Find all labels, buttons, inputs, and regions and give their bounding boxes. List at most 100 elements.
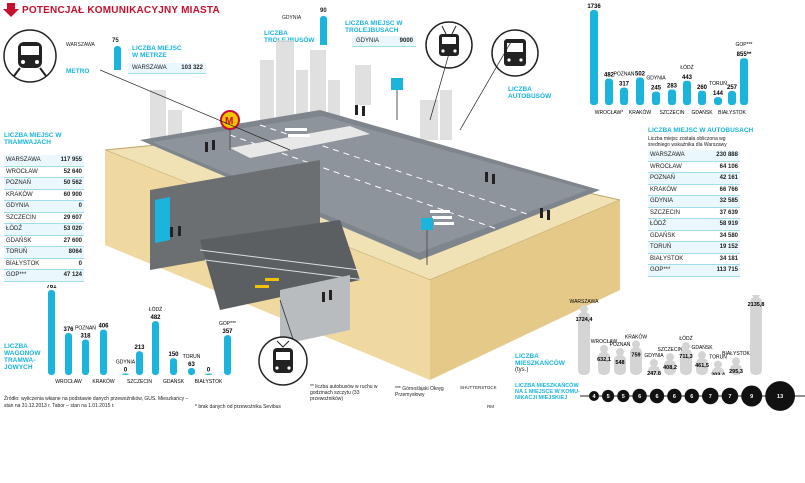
bus-city-label: GDYNIA bbox=[646, 76, 666, 82]
bus-bar bbox=[620, 87, 628, 105]
resident-bar bbox=[680, 349, 692, 375]
tram-seats-city: GDYNIA bbox=[4, 200, 53, 213]
tram-seats-value: 50 562 bbox=[52, 177, 84, 190]
resident-bar bbox=[712, 367, 724, 375]
tram-seats-city: BIAŁYSTOK bbox=[4, 258, 53, 270]
tram-seats-value: 52 640 bbox=[52, 166, 84, 178]
resident-value-label: 632,1 bbox=[597, 357, 611, 363]
bus-city-label: BIAŁYSTOK bbox=[718, 110, 746, 116]
resident-head bbox=[666, 353, 674, 362]
bus-value-label: 245 bbox=[651, 86, 662, 92]
bus-city-label: KRAKÓW bbox=[629, 109, 652, 116]
tram-seats-value: 117 955 bbox=[52, 155, 84, 167]
bus-bar bbox=[728, 90, 736, 105]
resident-value-label: 295,3 bbox=[729, 369, 743, 375]
bus-value-label: 1736 bbox=[587, 4, 601, 10]
per-seat-value: 4 bbox=[592, 394, 596, 400]
bus-seats-city: KRAKÓW bbox=[648, 184, 704, 196]
bus-city-label: GOP*** bbox=[736, 42, 753, 48]
bus-seats-value: 34 181 bbox=[703, 253, 740, 265]
resident-city-label: GDAŃSK bbox=[691, 344, 713, 351]
resident-value-label: 203,4 bbox=[711, 373, 726, 375]
metro-label: METRO bbox=[66, 68, 90, 75]
metro-table: WARSZAWA 103 322 bbox=[128, 63, 206, 74]
resident-bar bbox=[614, 354, 626, 375]
page-title: POTENCJAŁ KOMUNIKACYJNY MIASTA bbox=[22, 5, 220, 16]
tram-seats-city: TORUŃ bbox=[4, 246, 53, 259]
resident-city-label: BIAŁYSTOK bbox=[722, 351, 750, 357]
wagon-value-label: 0 bbox=[124, 368, 128, 374]
bus-value-label: 482 bbox=[604, 73, 615, 79]
wagon-city-label: SZCZECIN bbox=[127, 379, 152, 385]
bus-value-label: 502 bbox=[635, 72, 646, 78]
per-seat-value: 13 bbox=[777, 394, 783, 400]
resident-head bbox=[580, 305, 588, 314]
metro-bar-city: WARSZAWA bbox=[66, 42, 95, 48]
bus-seats-city: GOP*** bbox=[648, 264, 704, 277]
bus-seats-city: BIAŁYSTOK bbox=[648, 253, 704, 265]
resident-value-label: 2135,8 bbox=[748, 302, 765, 308]
triple-star-note: *** Górnośląski Okręg Przemysłowy bbox=[395, 386, 444, 398]
resident-head bbox=[650, 358, 658, 367]
bus-city-label: POZNAŃ bbox=[614, 71, 635, 78]
bus-bar bbox=[590, 10, 598, 105]
bus-seats-city: TORUŃ bbox=[648, 241, 704, 254]
bus-bar bbox=[605, 78, 613, 105]
per-seat-circle bbox=[617, 389, 630, 403]
bus-bar bbox=[636, 77, 644, 105]
per-seat-circle bbox=[632, 388, 647, 404]
wagons-label: LICZBA WAGONÓW TRAMWA-JOWYCH bbox=[4, 343, 41, 371]
tram-seats-value: 0 bbox=[52, 258, 84, 270]
resident-bar bbox=[696, 358, 708, 375]
resident-head bbox=[752, 295, 760, 298]
bus-value-label: 257 bbox=[727, 85, 738, 91]
per-seat-circle bbox=[667, 388, 682, 404]
wagon-value-label: 357 bbox=[222, 329, 233, 335]
resident-bar bbox=[648, 365, 660, 375]
per-seat-circle bbox=[684, 388, 699, 404]
wagon-bar bbox=[48, 290, 55, 375]
bus-bar bbox=[698, 90, 706, 105]
wagon-bar bbox=[100, 329, 107, 375]
wagon-bar bbox=[170, 358, 177, 375]
residents-chart: 1724,4WARSZAWA632,1WROCŁAW548POZNAŃ759KR… bbox=[570, 295, 765, 375]
trolley-table-value: 9000 bbox=[399, 38, 413, 44]
bus-value-label: 317 bbox=[619, 82, 630, 88]
resident-head bbox=[714, 360, 722, 369]
wagon-city-label: GDAŃSK bbox=[163, 378, 185, 385]
source-note: Źródło: wyliczenia własne na podstawie d… bbox=[4, 396, 189, 409]
tram-seats-row: GOP***47 124 bbox=[4, 269, 84, 282]
bus-seats-value: 34 580 bbox=[703, 230, 740, 242]
trolley-table-city: GDYNIA bbox=[356, 38, 380, 44]
tram-seats-value: 29 607 bbox=[52, 212, 84, 224]
wagon-city-label: POZNAŃ bbox=[75, 324, 96, 331]
metro-seats-label: LICZBA MIEJSC W METRZE bbox=[132, 45, 182, 59]
resident-value-label: 548 bbox=[615, 360, 624, 366]
trolley-bar-value: 90 bbox=[320, 8, 327, 14]
resident-city-label: WROCŁAW bbox=[591, 339, 618, 345]
metro-train-icon bbox=[3, 29, 57, 83]
star-note: * brak danych od przewoźnika Sevibus bbox=[195, 404, 281, 410]
tram-seats-value: 0 bbox=[52, 200, 84, 213]
per-seat-circle bbox=[649, 388, 665, 404]
resident-city-label: KRAKÓW bbox=[625, 333, 648, 340]
bus-seats-value: 230 888 bbox=[703, 150, 740, 162]
resident-city-label: GDYNIA bbox=[644, 353, 664, 359]
bus-city-label: WROCŁAW* bbox=[595, 110, 623, 116]
resident-value-label: 461,5 bbox=[695, 363, 709, 369]
resident-head bbox=[616, 347, 624, 356]
metro-table-city: WARSZAWA bbox=[132, 65, 167, 71]
bus-city-label: ŁÓDŹ bbox=[680, 64, 693, 71]
tram-seats-value: 60 900 bbox=[52, 189, 84, 201]
wagon-city-label: GOP*** bbox=[219, 321, 236, 327]
resident-head bbox=[632, 340, 640, 349]
trolley-bar-city: GDYNIA bbox=[282, 15, 302, 21]
wagon-city-label: BIAŁYSTOK bbox=[195, 379, 223, 385]
bus-bar bbox=[714, 97, 722, 105]
